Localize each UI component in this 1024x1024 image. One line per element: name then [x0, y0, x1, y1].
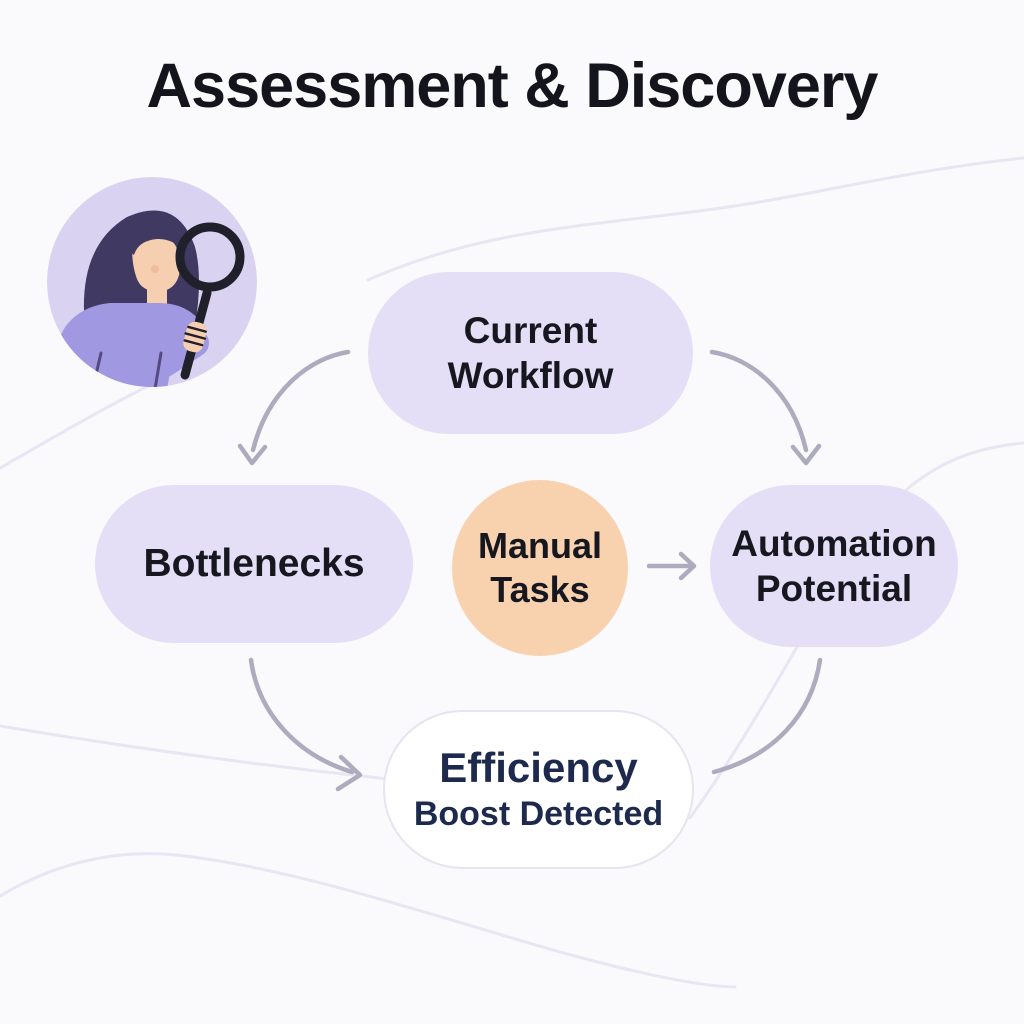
node-current-workflow: Current Workflow: [368, 272, 693, 434]
node-efficiency-boost: Efficiency Boost Detected: [383, 710, 694, 869]
face: [132, 233, 181, 292]
node-automation-potential-label: Automation Potential: [731, 522, 937, 609]
node-manual-tasks-label: Manual Tasks: [477, 525, 602, 610]
efficiency-label-line2: Boost Detected: [413, 794, 664, 833]
arrow-automation-to-efficiency: [711, 657, 823, 775]
neck: [147, 279, 167, 305]
wave-top-right: [366, 156, 1024, 282]
arrow-bottlenecks-to-efficiency: [248, 657, 363, 792]
arrow-current-to-bottlenecks: [237, 349, 351, 466]
arrow-current-to-automation: [709, 349, 822, 466]
arrow-manual-to-automation: [646, 551, 697, 581]
node-bottlenecks-label: Bottlenecks: [143, 542, 365, 586]
efficiency-label-line1: Efficiency: [439, 743, 638, 791]
hair-fringe: [129, 221, 191, 255]
blush: [151, 265, 159, 273]
woman-with-magnifying-glass-icon: [47, 177, 257, 387]
node-current-workflow-label: Current Workflow: [447, 309, 614, 396]
node-automation-potential: Automation Potential: [710, 485, 958, 647]
node-bottlenecks: Bottlenecks: [95, 485, 413, 643]
hand: [183, 321, 207, 353]
wave-bottom: [0, 852, 737, 989]
page-title: Assessment & Discovery: [146, 51, 879, 121]
node-manual-tasks: Manual Tasks: [452, 480, 628, 656]
